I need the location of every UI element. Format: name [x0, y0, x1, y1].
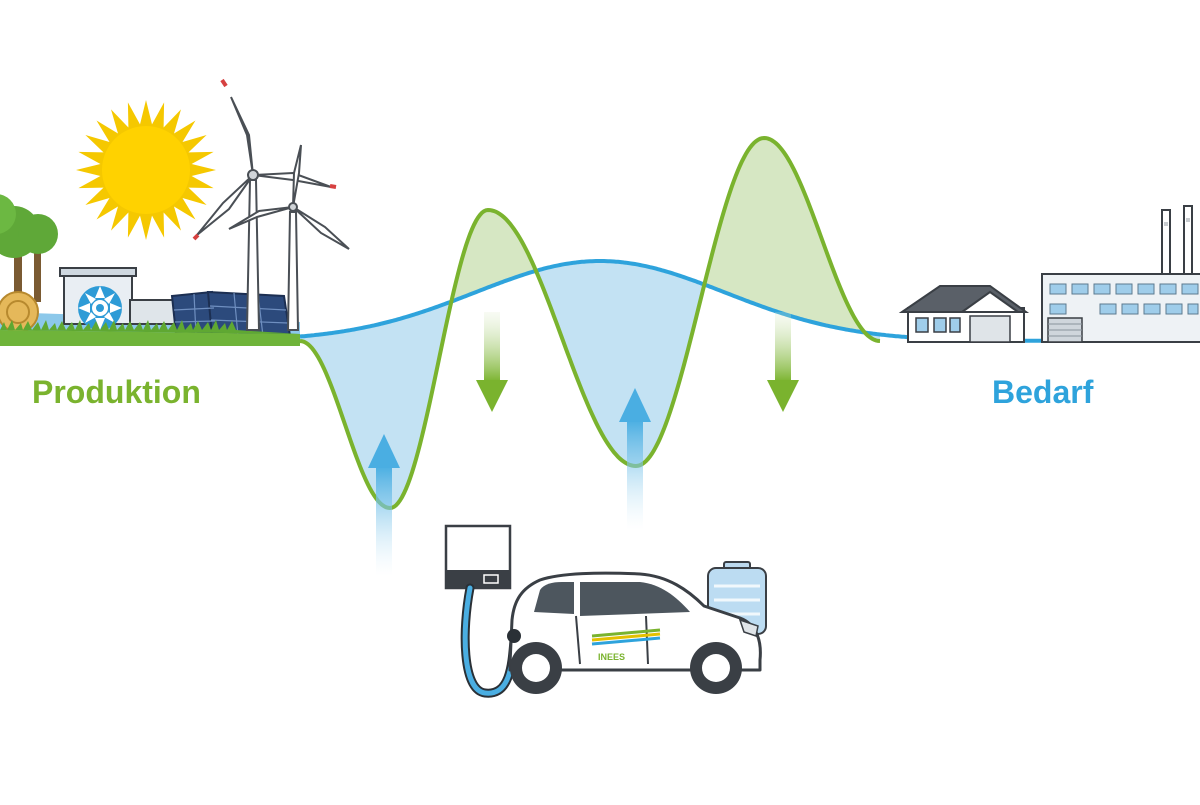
arrow-down-icon [767, 312, 799, 412]
water-wheel-icon [78, 286, 122, 330]
tree-icon [0, 194, 58, 310]
storage-group: INEES [444, 524, 767, 698]
grass-strip [0, 330, 300, 346]
production-scenery [0, 78, 350, 346]
electric-car-icon: INEES [507, 571, 762, 694]
arrow-up-icon [619, 388, 651, 530]
car-logo: INEES [591, 628, 661, 662]
arrow-down-icon [476, 312, 508, 412]
sun-icon [76, 100, 216, 240]
car-logo-text: INEES [598, 652, 625, 662]
hydro-plant-icon [59, 267, 185, 325]
house-icon [898, 285, 1030, 343]
arrow-up-icon [368, 434, 400, 576]
factory-icon [1041, 205, 1200, 343]
wind-turbine-icon [192, 78, 350, 331]
demand-scenery [898, 205, 1200, 343]
production-curve [299, 135, 881, 511]
demand-label: Bedarf [992, 374, 1094, 410]
production-label: Produktion [32, 374, 201, 410]
wallbox-charger-icon [444, 524, 512, 590]
